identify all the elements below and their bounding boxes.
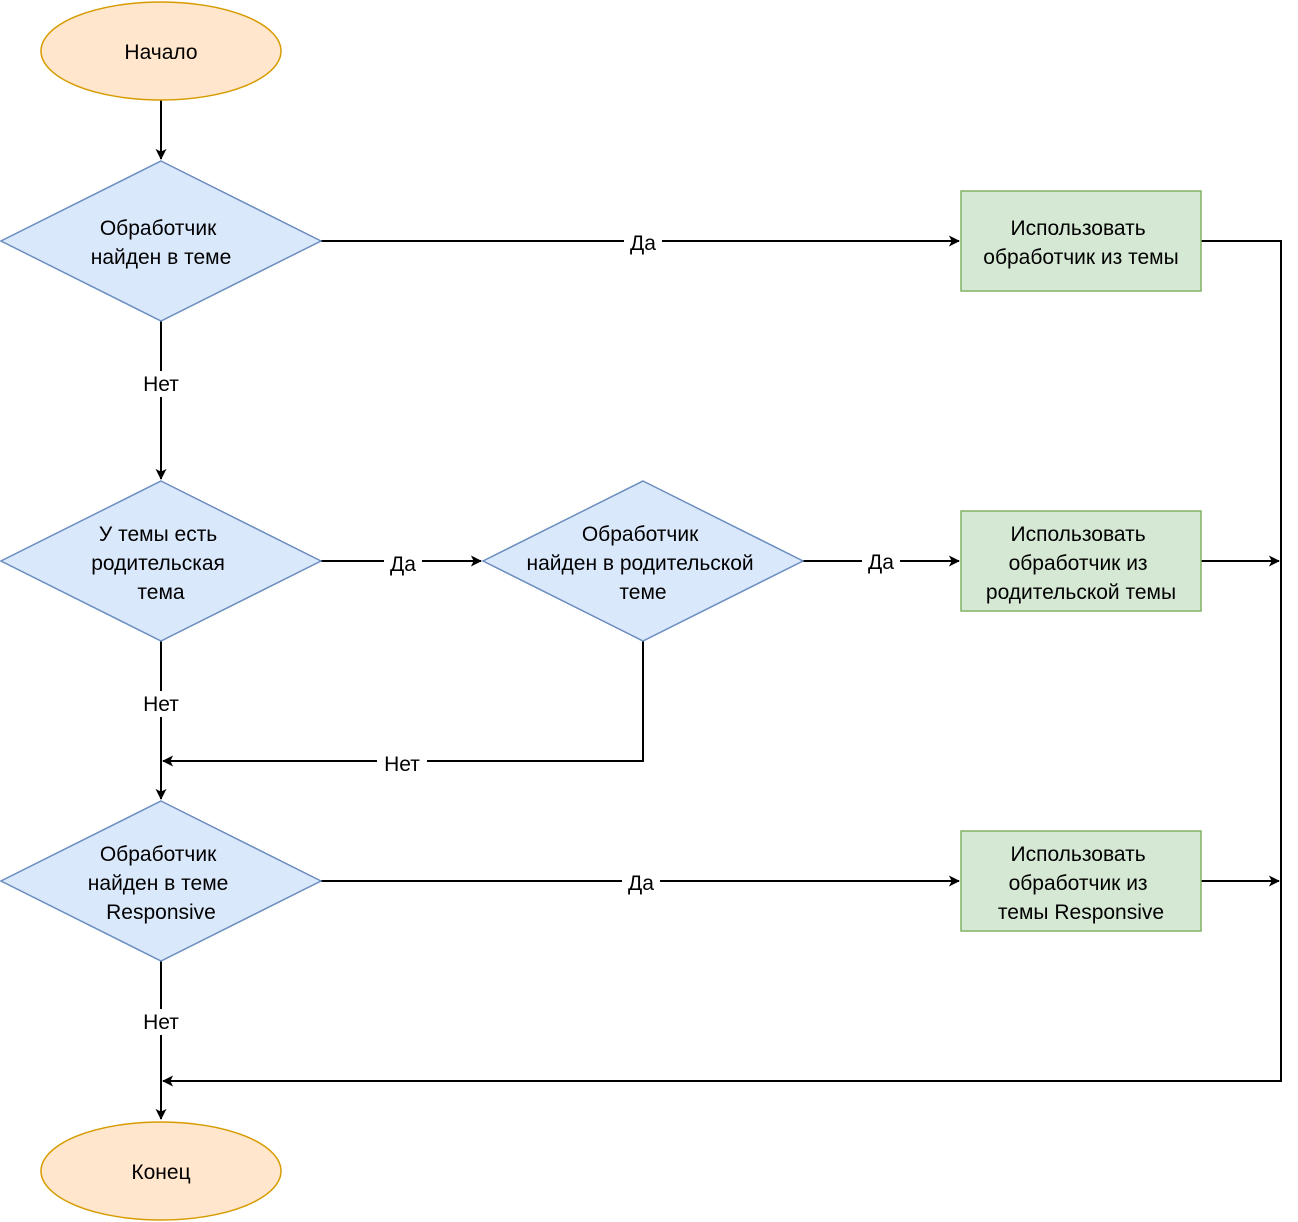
edge-labels: Да Нет Да Да Нет Нет Да Нет [136, 229, 900, 1035]
edge-label-d2-no: Нет [136, 691, 186, 717]
edge-label-d4-yes-text: Да [628, 872, 654, 895]
action-use-theme-handler-label: Использовать обработчик из темы [983, 217, 1178, 269]
decision-shape [481, 480, 805, 642]
edge-d3-no [162, 641, 644, 767]
decision-handler-in-responsive-label: Обработчик найден в теме Responsive [88, 843, 234, 924]
end-label: Конец [131, 1161, 190, 1184]
edge-label-d3-yes-text: Да [868, 551, 894, 574]
decision-shape [0, 160, 323, 322]
decision-handler-in-theme-label: Обработчик найден в теме [91, 217, 232, 269]
start-shape [40, 1, 282, 101]
action-use-parent-theme-handler-label: Использовать обработчик из родительской … [986, 523, 1176, 604]
edge-label-d1-yes: Да [624, 229, 662, 255]
decision-handler-in-theme: Обработчик найден в теме [0, 160, 323, 322]
edge-label-d1-no-text: Нет [143, 373, 179, 396]
action-use-responsive-handler-label: Использовать обработчик из темы Responsi… [998, 843, 1164, 924]
edge-label-d3-no-text: Нет [384, 753, 420, 776]
edge-label-d4-no: Нет [136, 1009, 186, 1035]
decision-shape [0, 480, 323, 642]
decision-handler-in-parent-theme: Обработчик найден в родительской теме [481, 480, 805, 642]
edge-a1-to-end [162, 240, 1282, 1087]
decision-has-parent-theme: У темы есть родительская тема [0, 480, 323, 642]
edge-label-d2-no-text: Нет [143, 693, 179, 716]
end-node: Конец [40, 1121, 282, 1221]
start-label: Начало [124, 41, 197, 64]
edge-label-d1-no: Нет [136, 371, 186, 397]
action-use-responsive-handler: Использовать обработчик из темы Responsi… [960, 830, 1202, 932]
decision-shape [0, 800, 323, 962]
decision-handler-in-parent-theme-label: Обработчик найден в родительской теме [527, 523, 760, 604]
edge-label-d2-yes-text: Да [390, 553, 416, 576]
end-shape [40, 1121, 282, 1221]
decision-handler-in-responsive: Обработчик найден в теме Responsive [0, 800, 323, 962]
edge-label-d4-yes: Да [622, 869, 660, 895]
edge-label-d4-no-text: Нет [143, 1011, 179, 1034]
action-use-parent-theme-handler: Использовать обработчик из родительской … [960, 510, 1202, 612]
action-shape [960, 510, 1202, 612]
action-use-theme-handler: Использовать обработчик из темы [960, 190, 1202, 292]
edge-label-d3-no: Нет [377, 750, 427, 776]
edges [155, 100, 1282, 1120]
start-node: Начало [40, 1, 282, 101]
nodes: Начало Обработчик найден в теме У темы е… [0, 1, 1202, 1221]
edge-label-d2-yes: Да [384, 550, 422, 576]
edge-label-d1-yes-text: Да [630, 232, 656, 255]
action-shape [960, 190, 1202, 292]
decision-has-parent-theme-label: У темы есть родительская тема [91, 523, 230, 604]
edge-label-d3-yes: Да [862, 548, 900, 574]
action-shape [960, 830, 1202, 932]
